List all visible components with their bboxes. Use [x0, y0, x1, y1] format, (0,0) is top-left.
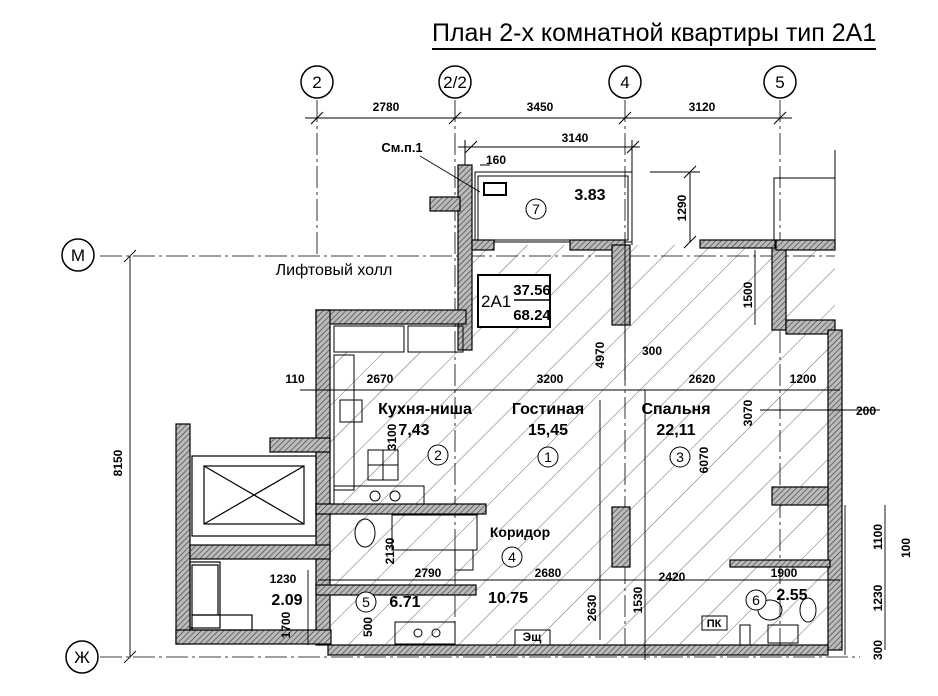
axis-marker-zh: Ж [65, 640, 99, 674]
dim-100: 100 [899, 538, 913, 558]
dim-3120: 3120 [689, 100, 716, 114]
dim-1290: 1290 [675, 194, 689, 221]
label-lift-hall: Лифтовый холл [276, 262, 393, 279]
dim-500: 500 [361, 617, 375, 637]
dim-3100: 3100 [385, 423, 399, 450]
inner-dimension-lines [123, 245, 886, 664]
dim-300-b: 300 [871, 640, 885, 660]
dim-4970: 4970 [593, 341, 607, 368]
axis-marker-m: М [61, 238, 95, 272]
apartment-type-badge: 2А1 37.56 68.24 [477, 274, 551, 328]
dim-3200: 3200 [537, 372, 564, 386]
dim-1500: 1500 [741, 281, 755, 308]
axis-marker-2: 2 [300, 65, 334, 99]
room-6-number: 6 [752, 592, 760, 608]
room-corridor-number: 4 [508, 549, 516, 565]
room-living-number: 1 [544, 449, 552, 465]
svg-text:М: М [71, 246, 85, 265]
svg-text:2: 2 [312, 73, 321, 92]
top-dimension-lines [305, 111, 792, 249]
dim-1100: 1100 [871, 524, 885, 550]
axis-marker-5: 5 [763, 65, 797, 99]
dim-1900: 1900 [771, 566, 798, 580]
dim-2670: 2670 [367, 372, 394, 386]
dim-2620: 2620 [689, 372, 716, 386]
svg-text:2/2: 2/2 [443, 73, 467, 92]
apartment-hatch-area [330, 245, 835, 645]
dim-1530: 1530 [631, 586, 645, 613]
note-smp: См.п.1 [381, 140, 422, 155]
svg-text:2А1: 2А1 [481, 292, 511, 311]
dim-1700: 1700 [279, 611, 293, 638]
axis-marker-4: 4 [608, 65, 642, 99]
dim-3070: 3070 [741, 399, 755, 426]
dim-200: 200 [856, 404, 876, 418]
svg-text:Ж: Ж [74, 648, 90, 667]
note-leader [419, 155, 481, 193]
dim-110: 110 [285, 372, 305, 386]
dim-3140: 3140 [562, 131, 589, 145]
room-bath-area: 6.71 [389, 594, 420, 611]
balcony-outline [474, 150, 836, 246]
room-kitchen-area: 7,43 [398, 422, 429, 439]
room-bedroom-area: 22,11 [656, 422, 695, 439]
label-pk: ПК [707, 618, 722, 630]
room-balcony-area: 3.83 [574, 187, 605, 204]
dim-1230-a: 1230 [270, 572, 297, 586]
dim-160: 160 [486, 153, 506, 167]
elevator-shaft [189, 455, 317, 631]
room-bedroom-name: Спальня [641, 401, 710, 418]
plan-title: План 2-х комнатной квартиры тип 2А1 [432, 18, 877, 50]
room-wc-area: 2.09 [271, 592, 302, 609]
dim-2790: 2790 [415, 566, 442, 580]
room-kitchen-name: Кухня-ниша [378, 401, 472, 418]
room-kitchen-number: 2 [434, 447, 442, 463]
dim-2780: 2780 [373, 100, 400, 114]
label-zsh: Эщ [523, 630, 543, 644]
dim-1200: 1200 [790, 372, 817, 386]
room-living-area: 15,45 [528, 422, 568, 439]
dim-3450: 3450 [527, 100, 554, 114]
room-bath-number: 5 [362, 594, 370, 610]
room-corridor-name: Коридор [490, 524, 550, 540]
dim-2130: 2130 [383, 537, 397, 564]
room-bedroom-number: 3 [676, 449, 684, 465]
dim-6070: 6070 [697, 446, 711, 473]
svg-text:68.24: 68.24 [513, 307, 551, 324]
bathroom-fixtures [354, 514, 817, 646]
svg-text:5: 5 [775, 73, 784, 92]
axis-marker-2-2: 2/2 [438, 65, 472, 99]
svg-text:4: 4 [620, 73, 629, 92]
dim-2630: 2630 [585, 594, 599, 621]
dim-2680: 2680 [535, 566, 562, 580]
svg-text:37.56: 37.56 [513, 282, 551, 299]
room-6-area: 2.55 [776, 587, 807, 604]
dim-2420: 2420 [659, 570, 686, 584]
dim-300-a: 300 [642, 344, 662, 358]
room-living-name: Гостиная [512, 401, 584, 418]
room-balcony-number: 7 [532, 201, 540, 217]
dim-8150: 8150 [111, 449, 125, 476]
kitchen-furniture [333, 325, 464, 505]
room-corridor-area: 10.75 [488, 590, 528, 607]
dim-1230-b: 1230 [871, 584, 885, 611]
